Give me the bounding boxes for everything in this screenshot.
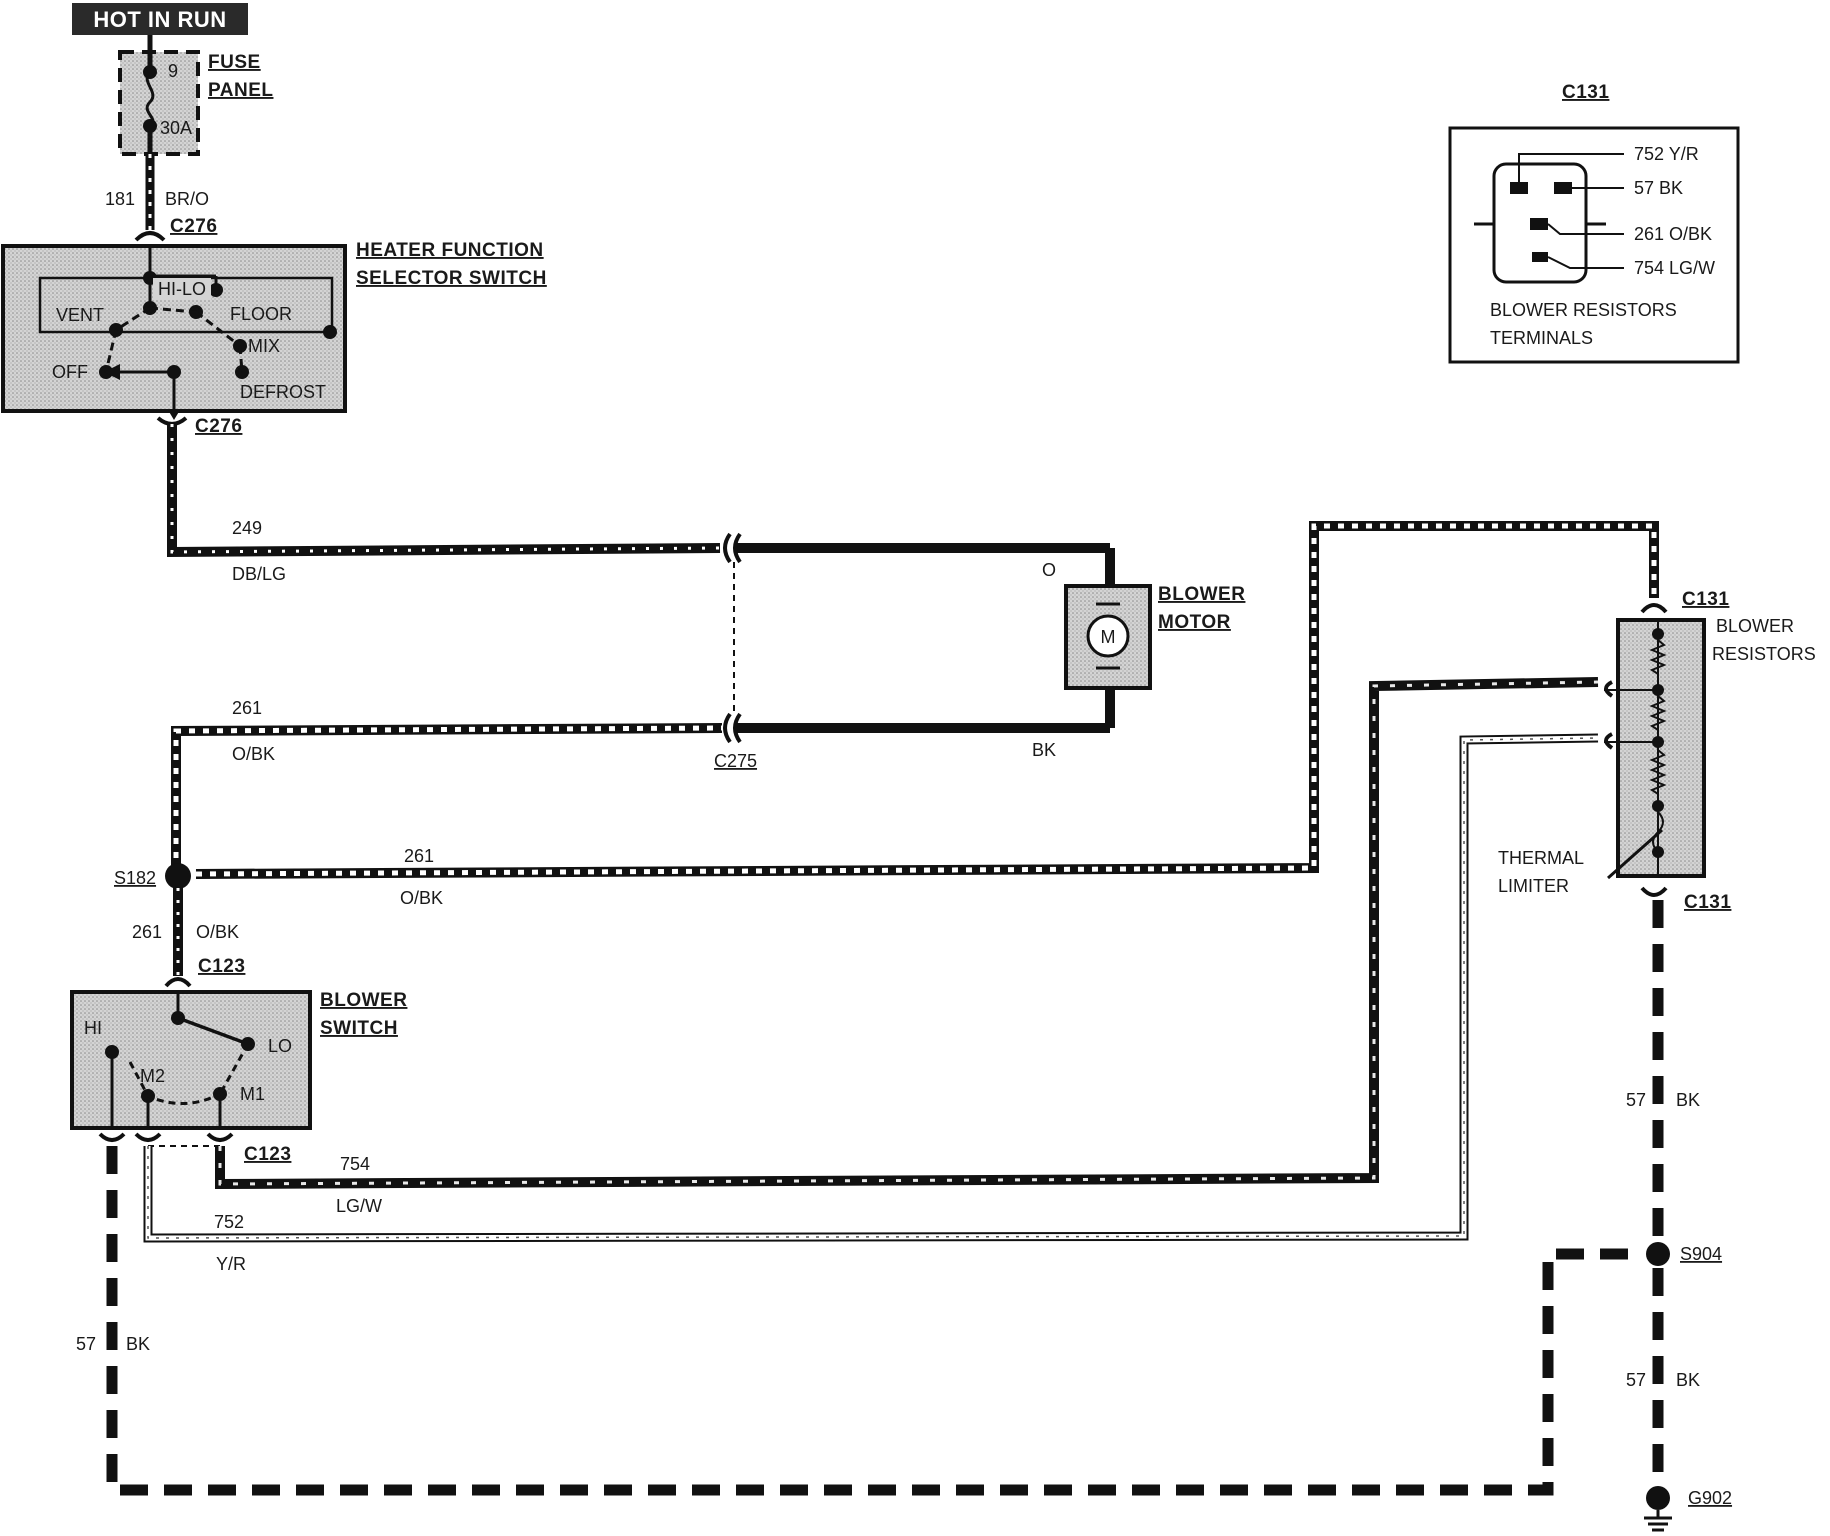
blower-switch-pos-m1: M1 — [240, 1084, 265, 1104]
motor-pin-bk: BK — [1032, 740, 1056, 760]
switch-pos-off: OFF — [52, 362, 88, 382]
thermal-limiter-label-1: THERMAL — [1498, 848, 1584, 868]
wire-261a-number: 261 — [232, 698, 262, 718]
svg-text:G902: G902 — [1688, 1488, 1732, 1508]
connector-c275: C275 — [714, 532, 757, 771]
wire-249: 249 DB/LG — [167, 424, 721, 584]
fuse-panel-label-2: PANEL — [208, 80, 273, 101]
inset-terminal-261: 261 O/BK — [1634, 224, 1712, 244]
wire-261-top: 261 O/BK — [171, 698, 723, 872]
switch-pos-hi-lo: HI-LO — [158, 279, 206, 299]
blower-switch-pos-hi: HI — [84, 1018, 102, 1038]
wire-57b-color: BK — [1676, 1370, 1700, 1390]
blower-switch-label-2: SWITCH — [320, 1018, 398, 1039]
blower-resistors-label-2: RESISTORS — [1712, 644, 1816, 664]
wire-261c-color: O/BK — [196, 922, 239, 942]
ground-g902: G902 — [1644, 1486, 1732, 1532]
wire-754-number: 754 — [340, 1154, 370, 1174]
svg-text:C276: C276 — [195, 416, 242, 437]
fuse-panel: 9 30A FUSE PANEL — [118, 35, 273, 156]
svg-text:C131: C131 — [1684, 892, 1731, 913]
hot-in-run-label: HOT IN RUN — [72, 3, 248, 35]
wire-57c-number: 57 — [76, 1334, 96, 1354]
inset-caption-2: TERMINALS — [1490, 328, 1593, 348]
svg-text:C123: C123 — [198, 956, 245, 977]
inset-title: C131 — [1562, 82, 1609, 103]
svg-text:HOT IN RUN: HOT IN RUN — [93, 7, 226, 32]
heater-switch-title-2: SELECTOR SWITCH — [356, 268, 547, 289]
switch-pos-vent: VENT — [56, 305, 104, 325]
inset-terminal-754: 754 LG/W — [1634, 258, 1715, 278]
wire-752-color: Y/R — [216, 1254, 246, 1274]
wire-261b-color: O/BK — [400, 888, 443, 908]
motor-pin-o: O — [1042, 560, 1056, 580]
connector-c131-top: C131 — [1682, 589, 1729, 610]
blower-motor: M O BK BLOWER MOTOR — [735, 543, 1245, 760]
wire-57a-color: BK — [1676, 1090, 1700, 1110]
splice-s904: S904 — [1646, 1242, 1722, 1266]
heater-switch-title-1: HEATER FUNCTION — [356, 240, 544, 261]
wire-181-number: 181 — [105, 189, 135, 209]
splice-s182: S182 — [114, 863, 191, 889]
connector-c276-top: C276 — [134, 216, 217, 242]
wire-754: 754 LG/W — [215, 677, 1599, 1216]
switch-pos-defrost: DEFROST — [240, 382, 326, 402]
svg-text:S182: S182 — [114, 868, 156, 888]
blower-switch-label-1: BLOWER — [320, 990, 407, 1011]
wire-57-blower-switch: 57 BK — [76, 1146, 1640, 1496]
heater-function-selector-switch: HI-LO VENT FLOOR MIX OFF DEFROST HEATER … — [1, 240, 547, 420]
fuse-rating: 30A — [160, 118, 192, 138]
wire-57b-number: 57 — [1626, 1370, 1646, 1390]
svg-text:S904: S904 — [1680, 1244, 1722, 1264]
c131-terminal-inset: C131 752 Y/R 57 BK 261 O/BK 754 LG/W BLO… — [1448, 82, 1740, 364]
inset-terminal-57: 57 BK — [1634, 178, 1683, 198]
wire-754-color: LG/W — [336, 1196, 382, 1216]
wire-181: 181 BR/O — [105, 154, 209, 230]
blower-switch: HI LO M2 M1 BLOWER SWITCH — [70, 990, 407, 1147]
connector-c123-bottom: C123 — [244, 1144, 291, 1165]
wire-57a-number: 57 — [1626, 1090, 1646, 1110]
wire-261-blower-switch: 261 O/BK — [132, 888, 239, 976]
connector-c131-bottom: C131 — [1684, 892, 1731, 913]
wire-261c-number: 261 — [132, 922, 162, 942]
inset-terminal-752: 752 Y/R — [1634, 144, 1699, 164]
wire-249-number: 249 — [232, 518, 262, 538]
wire-261a-color: O/BK — [232, 744, 275, 764]
svg-text:C123: C123 — [244, 1144, 291, 1165]
wire-57-resistors: 57 BK — [1626, 900, 1700, 1240]
blower-switch-pos-lo: LO — [268, 1036, 292, 1056]
blower-motor-label-1: BLOWER — [1158, 584, 1245, 605]
connector-c123-top: C123 — [164, 956, 245, 988]
wire-752-number: 752 — [214, 1212, 244, 1232]
inset-caption-1: BLOWER RESISTORS — [1490, 300, 1677, 320]
wire-752: 752 Y/R — [143, 733, 1599, 1274]
blower-motor-label-2: MOTOR — [1158, 612, 1231, 633]
wire-181-color: BR/O — [165, 189, 209, 209]
wire-249-color: DB/LG — [232, 564, 286, 584]
svg-text:C276: C276 — [170, 216, 217, 237]
fuse-number: 9 — [168, 61, 178, 81]
thermal-limiter-label-2: LIMITER — [1498, 876, 1569, 896]
wire-261b-number: 261 — [404, 846, 434, 866]
switch-pos-mix: MIX — [248, 336, 280, 356]
svg-text:C275: C275 — [714, 751, 757, 771]
fuse-panel-label-1: FUSE — [208, 52, 261, 73]
motor-symbol: M — [1101, 627, 1116, 647]
blower-resistors-label-1: BLOWER — [1716, 616, 1794, 636]
wire-261-resistors: 261 O/BK — [195, 521, 1659, 908]
blower-switch-pos-m2: M2 — [140, 1066, 165, 1086]
wire-57-ground: 57 BK — [1626, 1268, 1700, 1486]
blower-resistors: BLOWER RESISTORS THERMAL LIMITER — [1498, 603, 1816, 897]
switch-pos-floor: FLOOR — [230, 304, 292, 324]
wire-57c-color: BK — [126, 1334, 150, 1354]
svg-text:C131: C131 — [1682, 589, 1729, 610]
